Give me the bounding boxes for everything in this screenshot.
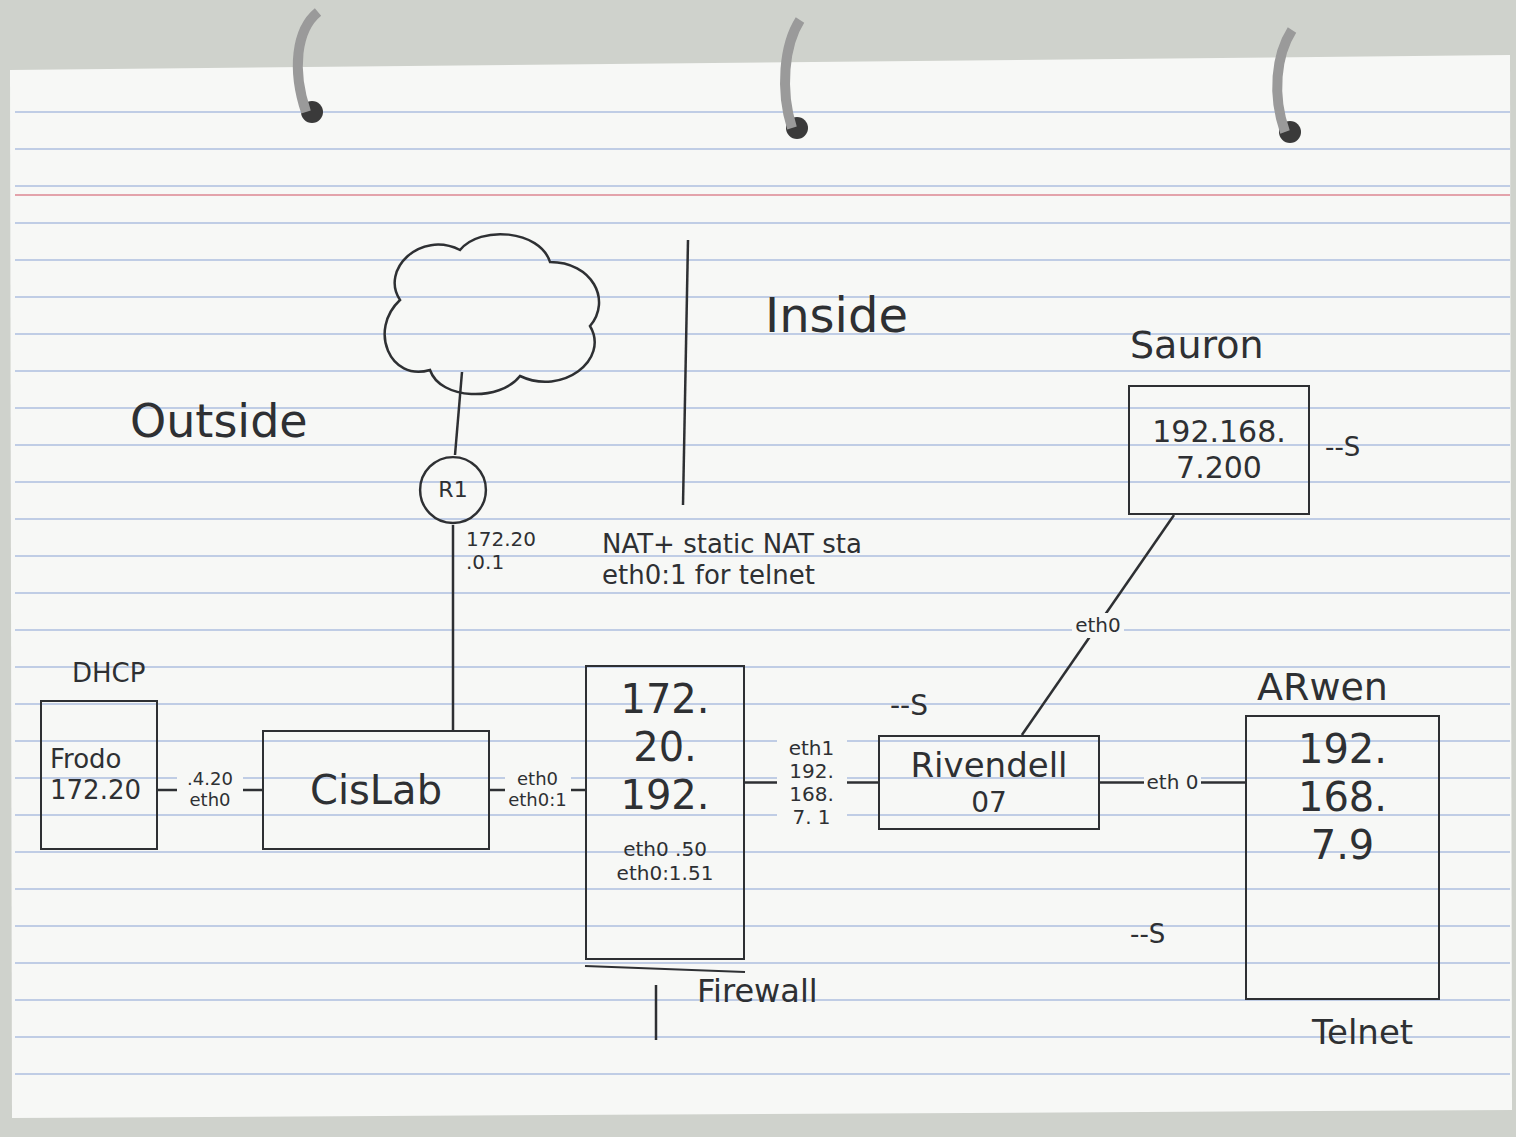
divider-line [683, 240, 688, 505]
interface-label: eth0 [1072, 613, 1124, 638]
node-label: 192.168. 7.200 [1139, 414, 1299, 486]
node-label: eth0 .50 eth0:1.51 [595, 837, 735, 885]
node-note: DHCP [72, 658, 145, 689]
ring [1277, 30, 1292, 132]
client-box: ARwen192. 168. 7.9Telnet [1245, 715, 1440, 1000]
node-note: ARwen [1257, 665, 1388, 711]
divider-line [655, 985, 658, 1040]
note-label: Inside [765, 288, 908, 343]
network-link [1022, 515, 1174, 735]
node-note: Firewall [697, 972, 818, 1010]
margin-line [15, 194, 1510, 196]
interface-label: eth1 192. 168. 7. 1 [777, 736, 847, 830]
node-note: Sauron [1130, 323, 1264, 369]
internet-cloud [385, 234, 599, 394]
node-note: NAT+ static NAT sta eth0:1 for telnet [602, 529, 932, 591]
ruled-lines [15, 112, 1510, 1074]
node-label: Rivendell [910, 745, 1067, 786]
router-box: --SRivendell07 [878, 735, 1100, 830]
interface-label: eth0 eth0:1 [505, 768, 571, 811]
node-label: CisLab [310, 766, 442, 814]
host-box: CisLab [262, 730, 490, 850]
router-circle: R1 [418, 455, 488, 525]
firewall-box: NAT+ static NAT sta eth0:1 for telnet172… [585, 665, 745, 960]
network-link [452, 525, 455, 730]
binder-rings [298, 12, 1301, 143]
node-label: Frodo 172.20 [50, 744, 148, 806]
note-label: Outside [130, 395, 308, 448]
uplink-wire [455, 372, 462, 455]
interface-label: eth 0 [1144, 770, 1202, 795]
node-label: 07 [971, 786, 1007, 820]
node-label: R1 [438, 477, 467, 503]
node-label: 192. 168. 7.9 [1283, 725, 1403, 869]
ring [298, 12, 318, 112]
interface-label: .4.20 eth0 [177, 768, 243, 811]
host-box: DHCPFrodo 172.20 [40, 700, 158, 850]
note-label: 172.20 .0.1 [466, 528, 546, 574]
node-note: Telnet [1312, 1012, 1413, 1053]
note-label: --S [1130, 920, 1165, 950]
underline-mark [585, 966, 745, 972]
server-box: Sauron192.168. 7.200--S [1128, 385, 1310, 515]
router-outline [420, 457, 486, 523]
node-note: --S [1325, 432, 1360, 463]
node-label: 172. 20. 192. [595, 675, 735, 819]
node-note: --S [890, 689, 928, 723]
paper-sheet [10, 55, 1512, 1118]
ring [785, 20, 800, 128]
